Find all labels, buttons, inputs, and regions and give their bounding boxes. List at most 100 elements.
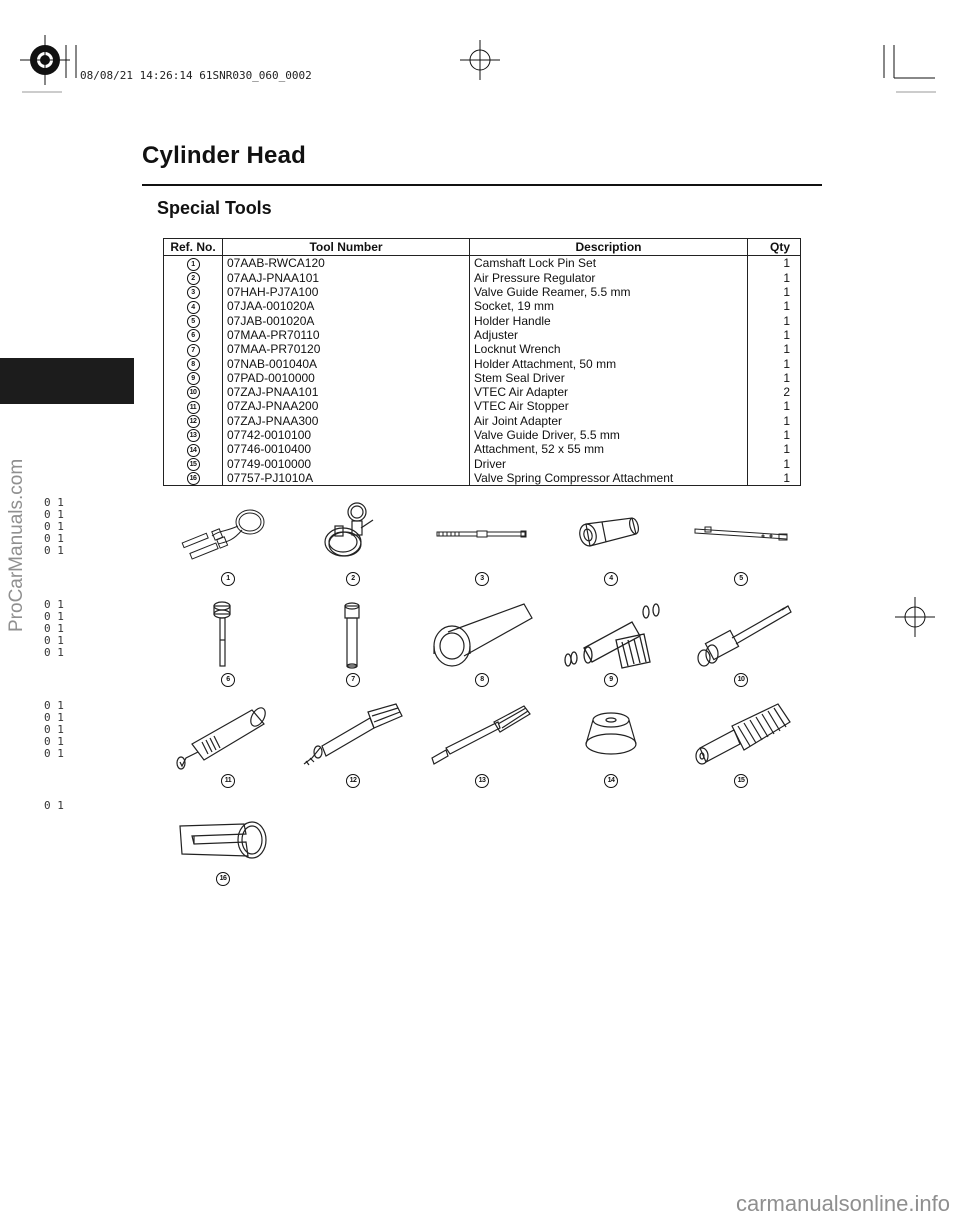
ref-number-badge: 5 [186, 314, 200, 328]
bottom-watermark: carmanualsonline.info [735, 1191, 950, 1216]
air-pressure-regulator-icon [324, 502, 374, 557]
holder-attachment-icon [433, 603, 533, 667]
ref-number-badge: 9 [186, 372, 200, 386]
air-joint-adapter-icon [303, 703, 403, 766]
description-cell: Holder Handle [469, 313, 748, 328]
description-cell: Holder Attachment, 50 mm [469, 356, 748, 371]
ref-cell: 6 [163, 327, 223, 343]
tool-number-cell: 07749-0010000 [222, 456, 470, 472]
valve-guide-driver-icon [431, 705, 531, 765]
ref-cell: 10 [163, 385, 223, 400]
description-cell: Camshaft Lock Pin Set [469, 255, 748, 271]
qty-cell: 1 [783, 399, 790, 414]
tool-number-cell: 07JAA-001020A [222, 299, 470, 314]
driver-icon [695, 703, 791, 765]
description-cell: VTEC Air Stopper [469, 399, 748, 414]
tool-number-cell: 07ZAJ-PNAA300 [222, 413, 470, 429]
vtec-air-stopper-icon [176, 707, 266, 770]
registration-mark-right [895, 597, 935, 637]
qty-cell: 1 [783, 356, 790, 371]
tool-number-cell: 07757-PJ1010A [222, 471, 470, 486]
description-cell: Stem Seal Driver [469, 370, 748, 386]
ref-number-badge: 7 [186, 343, 200, 357]
holder-handle-icon [694, 526, 788, 541]
tool-number-cell: 07MAA-PR70120 [222, 342, 470, 357]
description-cell: VTEC Air Adapter [469, 385, 748, 400]
illustration-ref-3: 3 [475, 572, 489, 586]
qty-cell: 1 [783, 256, 790, 271]
table-header-row: Ref. No. Tool Number Description Qty [163, 238, 801, 257]
qty-cell: 1 [783, 471, 790, 486]
illustration-ref-13: 13 [475, 774, 489, 788]
socket-icon [579, 517, 639, 547]
page-title: Cylinder Head [142, 142, 306, 169]
ref-cell: 11 [163, 399, 223, 414]
tool-number-cell: 07746-0010400 [222, 442, 470, 457]
qty-cell: 1 [783, 299, 790, 314]
description-cell: Socket, 19 mm [469, 299, 748, 314]
illustration-ref-15: 15 [734, 774, 748, 788]
print-stamp: 08/08/21 14:26:14 61SNR030_060_0002 [80, 69, 312, 82]
tool-number-cell: 07AAJ-PNAA101 [222, 270, 470, 285]
tool-number-cell: 07PAD-0010000 [222, 370, 470, 386]
header-qty: Qty [747, 238, 801, 257]
ref-number-badge: 1 [186, 257, 200, 271]
illustration-ref-1: 1 [221, 572, 235, 586]
qty-cell: 1 [783, 428, 790, 443]
description-cell: Attachment, 52 x 55 mm [469, 442, 748, 457]
description-cell: Locknut Wrench [469, 342, 748, 357]
illustration-ref-9: 9 [604, 673, 618, 687]
ref-number-badge: 4 [186, 300, 200, 314]
ref-number-badge: 3 [186, 286, 200, 300]
illustration-ref-11: 11 [221, 774, 235, 788]
ref-cell: 15 [163, 456, 223, 472]
ref-number-badge: 11 [186, 400, 200, 414]
ref-cell: 8 [163, 356, 223, 371]
ref-number-badge: 6 [186, 329, 200, 343]
crop-marks [20, 35, 936, 93]
ref-number-badge: 15 [186, 458, 200, 472]
ref-number-badge: 10 [186, 386, 200, 400]
ref-cell: 5 [163, 313, 223, 328]
description-cell: Air Pressure Regulator [469, 270, 748, 285]
tool-number-cell: 07ZAJ-PNAA101 [222, 385, 470, 400]
title-rule [142, 184, 822, 186]
ref-cell: 12 [163, 413, 223, 429]
vtec-air-adapter-icon [697, 605, 792, 667]
illustration-ref-12: 12 [346, 774, 360, 788]
ref-number-badge: 2 [186, 271, 200, 285]
tool-number-cell: 07HAH-PJ7A100 [222, 284, 470, 300]
qty-cell: 1 [783, 327, 790, 342]
tool-number-cell: 07MAA-PR70110 [222, 327, 470, 343]
ref-cell: 14 [163, 442, 223, 457]
ref-cell: 9 [163, 370, 223, 386]
adjuster-icon [213, 601, 231, 667]
lock-pin-set-icon [181, 509, 265, 560]
margin-codes-4: 0 1 [44, 799, 64, 812]
illustration-ref-6: 6 [221, 673, 235, 687]
tool-number-cell: 07JAB-001020A [222, 313, 470, 328]
section-heading: Special Tools [157, 198, 272, 218]
attachment-icon [585, 712, 637, 755]
qty-cell: 1 [783, 413, 790, 428]
illustration-ref-14: 14 [604, 774, 618, 788]
header-description: Description [469, 238, 748, 257]
qty-cell: 1 [783, 456, 790, 471]
ref-number-badge: 14 [186, 443, 200, 457]
